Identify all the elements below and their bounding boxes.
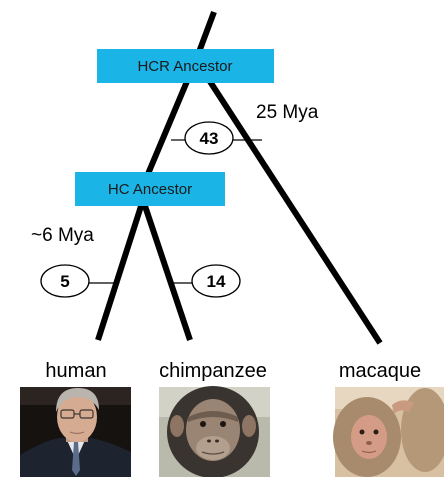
hc-divergence-time: ~6 Mya [31, 225, 94, 246]
count-oval [191, 264, 241, 298]
count-badge-hc-branch: 43 [184, 121, 234, 155]
node-hcr-box [97, 49, 274, 83]
count-value: 5 [60, 272, 69, 291]
node-hcr-ancestor: HCR Ancestor [97, 49, 274, 83]
node-hc-label: HC Ancestor [108, 181, 192, 198]
count-oval [40, 264, 90, 298]
count-value: 14 [207, 272, 226, 291]
species-label-macaque: macaque [339, 360, 421, 382]
branch-chimpanzee [140, 199, 193, 341]
count-badge-chimpanzee-branch: 14 [191, 264, 241, 298]
branch-human [95, 199, 146, 341]
species-label-human: human [45, 360, 106, 382]
branch-macaque [193, 58, 383, 345]
node-hcr-label: HCR Ancestor [137, 58, 232, 75]
hcr-divergence-time: 25 Mya [256, 102, 319, 123]
macaque-photo [333, 387, 444, 477]
count-badge-human-branch: 5 [40, 264, 90, 298]
species-label-chimpanzee: chimpanzee [159, 360, 267, 382]
node-hc-box [75, 172, 225, 206]
count-oval [184, 121, 234, 155]
node-hc-ancestor: HC Ancestor [75, 172, 225, 206]
count-value: 43 [200, 129, 219, 148]
chimpanzee-photo [159, 386, 270, 477]
human-photo [20, 387, 131, 477]
